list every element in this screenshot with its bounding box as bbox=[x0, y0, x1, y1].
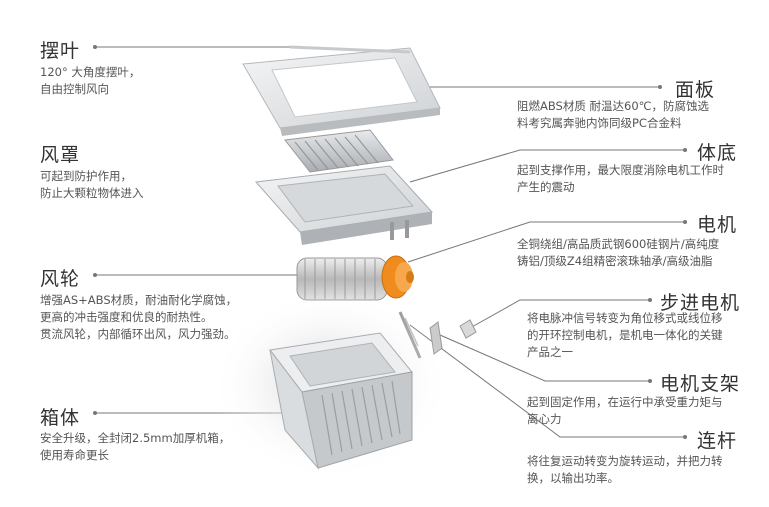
desc-line: 自由控制风向 bbox=[40, 82, 109, 96]
desc-line: 防止大颗粒物体进入 bbox=[40, 186, 144, 200]
desc-fan-cover: 可起到防护作用， 防止大颗粒物体进入 bbox=[40, 168, 260, 202]
desc-line: 可起到防护作用， bbox=[40, 169, 132, 183]
desc-line: 将往复运动转变为旋转运动，并把力转 bbox=[527, 454, 723, 468]
desc-line: 使用寿命更长 bbox=[40, 448, 109, 462]
base-tray bbox=[254, 165, 434, 245]
panel-frame bbox=[242, 45, 441, 136]
desc-panel: 阻燃ABS材质 耐温达60℃，防腐蚀选 料考究属奔驰内饰同级PC合金料 bbox=[517, 98, 757, 132]
desc-line: 全铜绕组/高品质武钢600硅钢片/高纯度 bbox=[517, 237, 720, 251]
desc-line: 料考究属奔驰内饰同级PC合金料 bbox=[517, 116, 682, 130]
title-swing: 摆叶 bbox=[40, 40, 81, 62]
desc-line: 的开环控制电机，是机电一体化的关键 bbox=[527, 328, 723, 342]
desc-base: 起到支撑作用，最大限度消除电机工作时 产生的震动 bbox=[517, 162, 757, 196]
desc-swing: 120° 大角度摆叶， 自由控制风向 bbox=[40, 64, 260, 98]
connector-dots bbox=[93, 45, 687, 439]
desc-line: 产生的震动 bbox=[517, 180, 575, 194]
desc-line: 离心力 bbox=[527, 412, 562, 426]
desc-stepper: 将电脉冲信号转变为角位移式或线位移 的开环控制电机，是机电一体化的关键 产品之一 bbox=[527, 310, 762, 361]
desc-bracket: 起到固定作用，在运行中承受重力矩与 离心力 bbox=[527, 394, 762, 428]
title-fan-cover: 风罩 bbox=[40, 144, 81, 166]
desc-line: 120° 大角度摆叶， bbox=[40, 65, 141, 79]
desc-line: 起到支撑作用，最大限度消除电机工作时 bbox=[517, 163, 724, 177]
desc-line: 铸铝/顶级Z4组精密滚珠轴承/高级油脂 bbox=[517, 254, 713, 268]
desc-line: 起到固定作用，在运行中承受重力矩与 bbox=[527, 395, 723, 409]
desc-line: 将电脉冲信号转变为角位移式或线位移 bbox=[527, 311, 723, 325]
desc-motor: 全铜绕组/高品质武钢600硅钢片/高纯度 铸铝/顶级Z4组精密滚珠轴承/高级油脂 bbox=[517, 236, 762, 270]
desc-wind-wheel: 增强AS+ABS材质，耐油耐化学腐蚀， 更高的冲击强度和优良的耐热性。 贯流风轮… bbox=[40, 292, 280, 343]
title-panel: 面板 bbox=[675, 79, 716, 101]
title-base: 体底 bbox=[697, 142, 738, 164]
desc-line: 产品之一 bbox=[527, 345, 573, 359]
motor bbox=[381, 255, 414, 299]
desc-box: 安全升级，全封闭2.5mm加厚机箱， 使用寿命更长 bbox=[40, 430, 280, 464]
connector-lines bbox=[95, 46, 685, 438]
desc-rod: 将往复运动转变为旋转运动，并把力转 换，以输出功率。 bbox=[527, 453, 762, 487]
title-motor: 电机 bbox=[697, 214, 738, 236]
desc-line: 更高的冲击强度和优良的耐热性。 bbox=[40, 310, 213, 324]
desc-line: 阻燃ABS材质 耐温达60℃，防腐蚀选 bbox=[517, 99, 710, 113]
desc-line: 增强AS+ABS材质，耐油耐化学腐蚀， bbox=[40, 293, 238, 307]
title-bracket: 电机支架 bbox=[660, 373, 741, 395]
fan-cover-grill bbox=[284, 129, 394, 173]
title-stepper: 步进电机 bbox=[660, 292, 741, 314]
wind-wheel bbox=[296, 257, 388, 301]
title-rod: 连杆 bbox=[697, 430, 738, 452]
desc-line: 换，以输出功率。 bbox=[527, 471, 619, 485]
desc-line: 安全升级，全封闭2.5mm加厚机箱， bbox=[40, 431, 231, 445]
title-wind-wheel: 风轮 bbox=[40, 268, 81, 290]
box-housing bbox=[269, 332, 413, 470]
desc-line: 贯流风轮，内部循环出风，风力强劲。 bbox=[40, 327, 236, 341]
title-box: 箱体 bbox=[40, 407, 81, 429]
